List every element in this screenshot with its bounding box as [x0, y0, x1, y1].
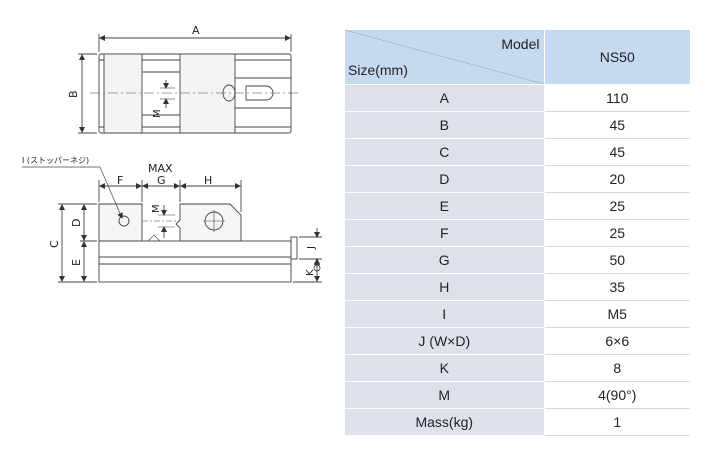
row-value: 20 [544, 165, 690, 193]
row-label: C [345, 138, 545, 166]
label-m-side: M [151, 204, 162, 213]
label-b: B [67, 90, 80, 98]
label-a: A [192, 24, 200, 37]
label-f: F [117, 174, 123, 187]
row-label: K [345, 354, 545, 382]
row-label: M [345, 381, 545, 409]
label-m-top: M [152, 109, 163, 118]
row-label: I [345, 300, 545, 328]
row-value: M5 [544, 300, 690, 328]
dim-a [98, 34, 292, 52]
side-view [98, 203, 298, 283]
row-value: 25 [544, 192, 690, 220]
label-c: C [48, 240, 61, 248]
table-row: Mass(kg)1 [345, 408, 690, 436]
header-model-label: Model [501, 36, 540, 52]
label-k: K [305, 269, 316, 276]
label-e: E [70, 259, 83, 266]
row-value: 1 [544, 408, 690, 436]
label-g: G [157, 174, 166, 187]
row-value: 45 [544, 111, 690, 139]
row-value: 4(90°) [544, 381, 690, 409]
row-value: 25 [544, 219, 690, 247]
row-label: J (W×D) [345, 327, 545, 355]
row-value: 45 [544, 138, 690, 166]
top-view [90, 53, 300, 134]
vise-dimension-drawing: A B M I (ストッパーネジ) F MAX G H C D E M J K [22, 24, 322, 283]
header-diagonal-cell: Model Size(mm) [345, 30, 545, 85]
label-j: J [306, 246, 317, 250]
header-model-name: NS50 [544, 30, 690, 85]
table-header-row: Model Size(mm) NS50 [345, 30, 690, 85]
row-label: H [345, 273, 545, 301]
label-stopper: I (ストッパーネジ) [22, 156, 89, 165]
dim-fgh [98, 180, 242, 212]
row-label: D [345, 165, 545, 193]
dim-jk [293, 228, 322, 283]
row-value: 110 [544, 84, 690, 112]
row-value: 6×6 [544, 327, 690, 355]
row-label: F [345, 219, 545, 247]
dim-dce [58, 203, 97, 283]
row-value: 35 [544, 273, 690, 301]
row-label: Mass(kg) [345, 408, 545, 436]
row-label: B [345, 111, 545, 139]
label-d: D [70, 219, 83, 227]
header-size-label: Size(mm) [348, 62, 408, 78]
row-value: 8 [544, 354, 690, 382]
stopper-leader [22, 166, 123, 219]
row-label: E [345, 192, 545, 220]
row-value: 50 [544, 246, 690, 274]
dim-b [78, 53, 97, 134]
table-row: J (W×D)6×6 [345, 327, 690, 355]
row-label: A [345, 84, 545, 112]
row-label: G [345, 246, 545, 274]
label-max: MAX [148, 162, 173, 175]
label-h: H [204, 174, 212, 187]
